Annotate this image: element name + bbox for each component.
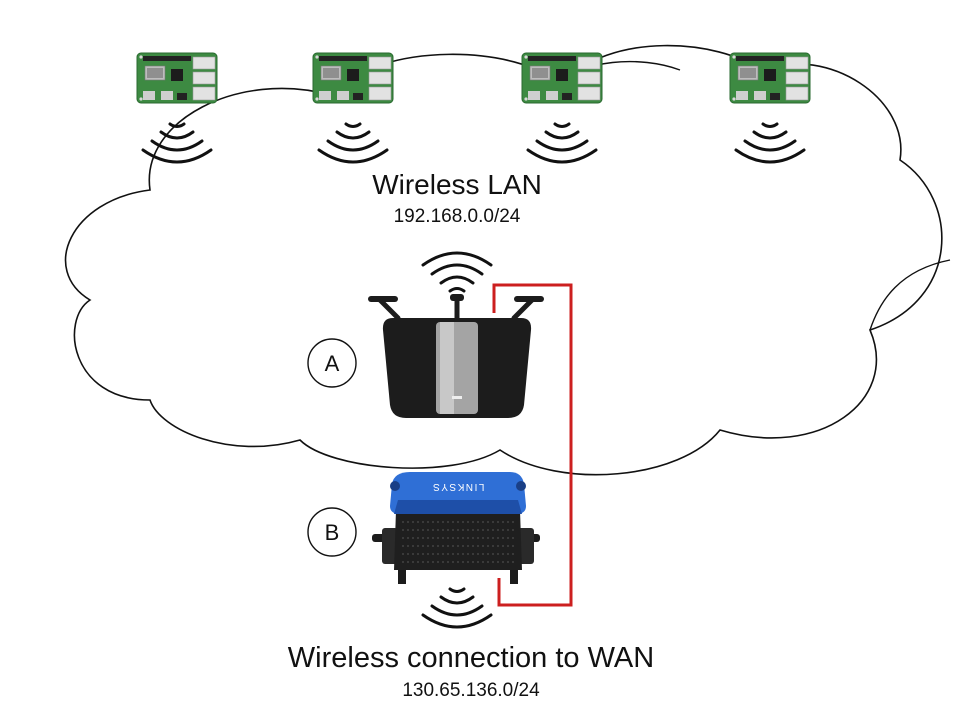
router-a: A	[307, 294, 544, 418]
router-a-label: A	[325, 351, 340, 376]
lan-cloud	[64, 44, 943, 476]
raspberry-pi-icon	[312, 52, 394, 104]
wifi-signal-icon	[421, 251, 493, 293]
lan-cloud-inner-arc	[869, 259, 951, 331]
wifi-signal-icon	[421, 587, 493, 629]
lan-subnet: 192.168.0.0/24	[394, 206, 521, 227]
raspberry-pi-icon	[729, 52, 811, 104]
linksys-router-icon	[372, 472, 540, 584]
wan-title: Wireless connection to WAN	[288, 642, 654, 674]
router-b: LINKSYS B	[307, 472, 540, 584]
router-b-brand: LINKSYS	[432, 481, 485, 492]
router-b-label: B	[325, 520, 340, 545]
wifi-signal-icon	[317, 122, 389, 164]
wireless-router-icon	[368, 294, 544, 418]
raspberry-pi-icon	[136, 52, 218, 104]
wifi-signal-icon	[141, 122, 213, 164]
router-a-marker	[307, 338, 357, 388]
wan-subnet: 130.65.136.0/24	[402, 680, 540, 701]
pi-node-3	[521, 52, 603, 164]
pi-node-2	[312, 52, 394, 164]
wifi-signal-icon	[526, 122, 598, 164]
lan-title: Wireless LAN	[372, 169, 542, 200]
wifi-signal-icon	[734, 122, 806, 164]
ethernet-cable	[492, 283, 573, 607]
pi-node-1	[136, 52, 218, 164]
router-b-marker	[307, 507, 357, 557]
pi-node-4	[729, 52, 811, 164]
raspberry-pi-icon	[521, 52, 603, 104]
